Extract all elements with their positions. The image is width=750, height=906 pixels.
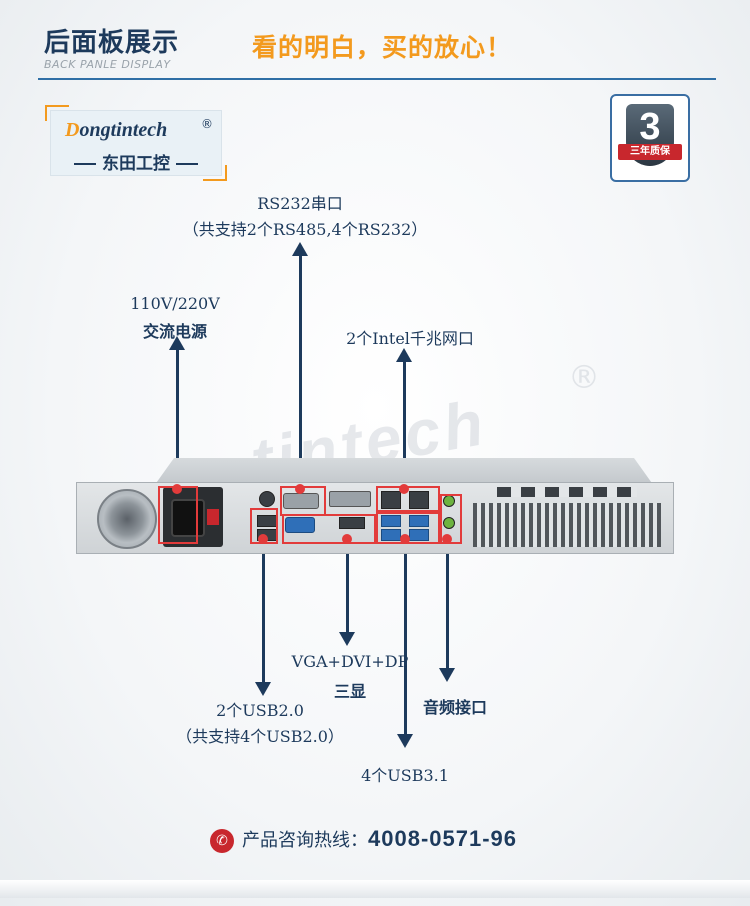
- arrow-down-icon: [397, 734, 413, 748]
- logo-registered-mark: ®: [201, 117, 213, 131]
- marker-dot: [172, 484, 182, 494]
- logo-brand-rest: ongtintech: [79, 119, 168, 141]
- video-highlight: [282, 514, 376, 544]
- usb2-arrow-line: [262, 540, 265, 686]
- audio-jack-icon: [443, 517, 455, 529]
- logo-dash: [176, 163, 198, 165]
- logo-brand-text: Dongtintech: [65, 119, 167, 142]
- hotline-label: 产品咨询热线：: [242, 830, 368, 851]
- arrow-up-icon: [169, 336, 185, 350]
- dvi-port-icon: [329, 491, 371, 507]
- arrow-down-icon: [255, 682, 271, 696]
- rs232-arrow-line: [299, 255, 302, 493]
- logo-cn-text: 东田工控: [102, 154, 170, 174]
- phone-icon: ✆: [210, 829, 234, 853]
- dp-port-icon: [339, 517, 365, 529]
- rs232-label: RS232串口: [220, 190, 380, 214]
- brand-logo: Dongtintech ® 东田工控: [45, 105, 227, 181]
- section-subtitle: BACK PANLE DISPLAY: [44, 58, 171, 71]
- video-label: VGA+DVI+DP: [291, 652, 409, 671]
- vent-grille: [473, 503, 661, 547]
- marker-dot: [399, 484, 409, 494]
- header-divider: [38, 78, 716, 80]
- usb3-port-icon: [409, 529, 429, 541]
- rs232-label-line2: （共支持2个RS485,4个RS232）: [182, 220, 428, 239]
- ps2-port-icon: [259, 491, 275, 507]
- arrow-down-icon: [439, 668, 455, 682]
- warranty-years: 3: [639, 106, 661, 148]
- marker-dot: [258, 534, 268, 544]
- lan-arrow-line: [403, 361, 406, 491]
- usb2-label: 2个USB2.0: [216, 701, 304, 720]
- lan-label: 2个Intel千兆网口: [346, 329, 474, 348]
- vga-port-icon: [285, 517, 315, 533]
- logo-chinese-name: 东田工控: [51, 149, 221, 174]
- power-supply: [163, 487, 223, 547]
- audio-label: 音频接口: [422, 698, 487, 717]
- watermark-registered-mark: ®: [568, 358, 600, 396]
- video-arrow-line: [346, 540, 349, 636]
- marker-dot: [342, 534, 352, 544]
- rs232-sublabel: （共支持2个RS485,4个RS232）: [160, 216, 450, 240]
- footer-fade: [0, 880, 750, 898]
- logo-brand-initial: D: [65, 119, 80, 141]
- fan-icon: [97, 489, 157, 549]
- power-sublabel: 交流电源: [142, 322, 207, 341]
- logo-dash: [74, 163, 96, 165]
- lan-port-icon: [409, 491, 429, 509]
- power-socket-icon: [171, 499, 205, 537]
- warranty-ribbon: 三年质保: [618, 144, 682, 160]
- usb3-port-icon: [409, 515, 429, 527]
- power-switch-icon: [207, 509, 219, 525]
- rs232-label-line1: RS232串口: [257, 194, 343, 213]
- arrow-up-icon: [396, 348, 412, 362]
- marker-dot: [442, 534, 452, 544]
- logo-corner: [45, 105, 69, 121]
- chassis-top: [154, 458, 654, 486]
- usb3-arrow-line: [404, 540, 407, 736]
- audio-highlight: [440, 494, 462, 544]
- marker-dot: [295, 484, 305, 494]
- hotline: ✆ 产品咨询热线：4008-0571-96: [210, 826, 517, 853]
- marker-dot: [400, 534, 410, 544]
- slogan: 看的明白，买的放心！: [252, 33, 513, 62]
- usb2-sublabel: （共支持4个USB2.0）: [176, 727, 344, 746]
- usb3-port-icon: [381, 515, 401, 527]
- vent-slots: [497, 487, 637, 497]
- warranty-badge: 3 三年质保: [610, 94, 690, 182]
- section-title: 后面板展示: [44, 28, 180, 58]
- arrow-up-icon: [292, 242, 308, 256]
- power-highlight: [158, 486, 198, 544]
- lan-port-icon: [381, 491, 401, 509]
- logo-corner: [203, 165, 227, 181]
- arrow-down-icon: [339, 632, 355, 646]
- usb3-label: 4个USB3.1: [361, 766, 449, 785]
- power-arrow-line: [176, 349, 179, 489]
- power-label: 110V/220V: [130, 294, 220, 313]
- video-sublabel: 三显: [333, 682, 366, 701]
- audio-arrow-line: [446, 540, 449, 672]
- hotline-number[interactable]: 4008-0571-96: [368, 826, 518, 851]
